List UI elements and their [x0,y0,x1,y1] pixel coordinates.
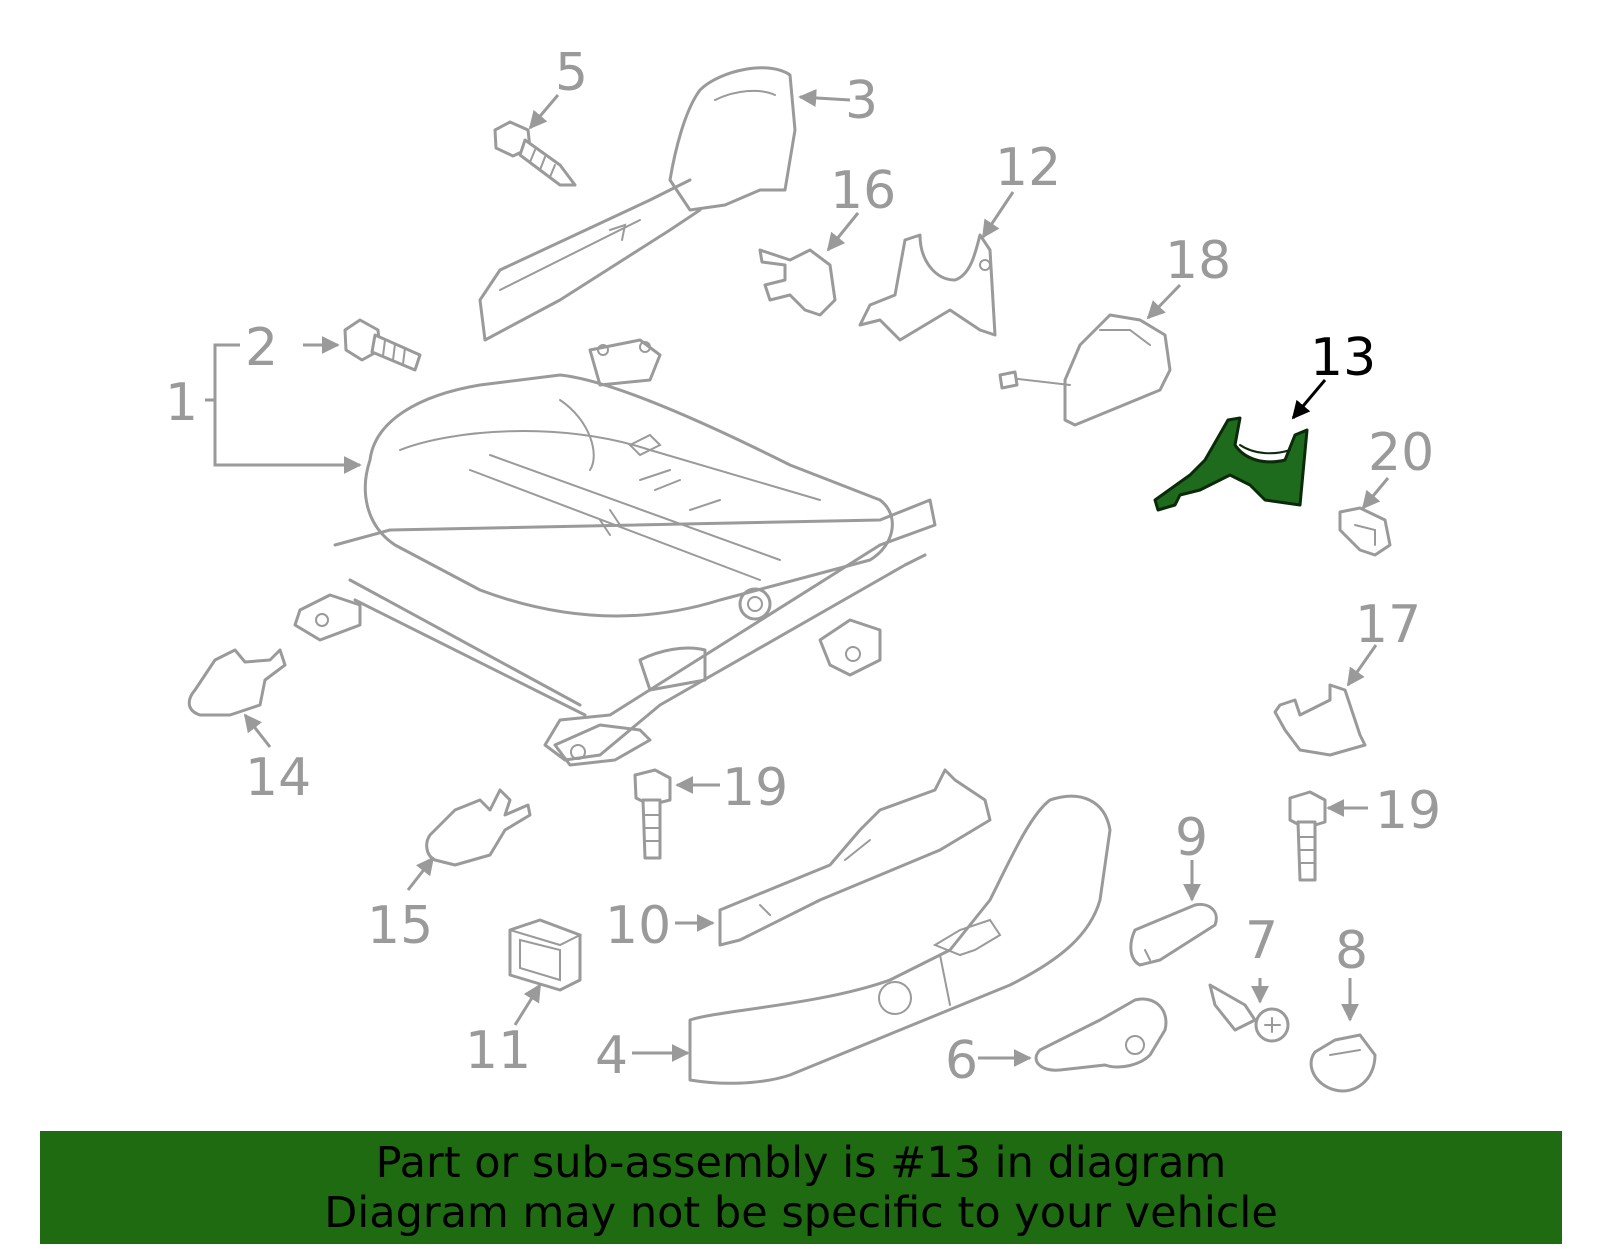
part-2-bolt [343,318,422,372]
callout-16: 16 [830,161,896,221]
callout-18: 18 [1165,231,1231,291]
callout-11: 11 [465,1021,531,1081]
callout-1: 1 [165,373,198,433]
part-17-bracket [1273,683,1367,757]
callout-20: 20 [1368,423,1434,483]
callout-8: 8 [1335,921,1368,981]
callout-12: 12 [995,138,1061,198]
part-1-seat-cushion-frame [293,338,937,767]
part-4-side-shield [688,794,1112,1085]
leader-lines [243,88,1390,1067]
part-13-highlighted [1153,416,1309,512]
part-5-screw [493,120,577,187]
part-19a-bolt [633,768,672,860]
callout-6: 6 [945,1031,978,1091]
banner-line-2: Diagram may not be specific to your vehi… [324,1187,1278,1238]
part-19b-bolt [1288,790,1327,882]
callout-17: 17 [1355,595,1421,655]
part-18-actuator [998,313,1172,427]
callout-19b: 19 [1375,781,1441,841]
info-banner: Part or sub-assembly is #13 in diagram D… [40,1131,1562,1244]
part-20-clip [1338,506,1392,557]
banner-line-1: Part or sub-assembly is #13 in diagram [375,1137,1227,1188]
part-15-clip [425,788,532,867]
callout-3: 3 [845,71,878,131]
callout-1-bracket [205,343,362,474]
callout-9: 9 [1175,808,1208,868]
part-8-cap [1309,1033,1377,1093]
callout-5: 5 [555,43,588,103]
callout-10: 10 [605,896,671,956]
callout-labels: 1 2 3 4 5 6 7 8 9 10 11 12 13 14 15 16 1… [165,43,1441,1091]
part-14-clip [187,648,287,717]
part-11-connector [508,918,583,992]
part-16-clip [758,248,837,317]
part-10-shield-strip [718,768,992,947]
part-3-back-frame [478,66,797,342]
callout-4: 4 [595,1026,628,1086]
callout-14: 14 [245,748,311,808]
callout-2: 2 [245,318,278,378]
callout-19a: 19 [722,758,788,818]
callout-13: 13 [1310,328,1376,388]
part-9-knob [1129,902,1218,967]
callout-7: 7 [1245,911,1278,971]
part-12-inner-shield [858,233,997,342]
callout-15: 15 [367,896,433,956]
part-6-lever [1034,997,1168,1072]
part-7-screw [1208,983,1290,1043]
